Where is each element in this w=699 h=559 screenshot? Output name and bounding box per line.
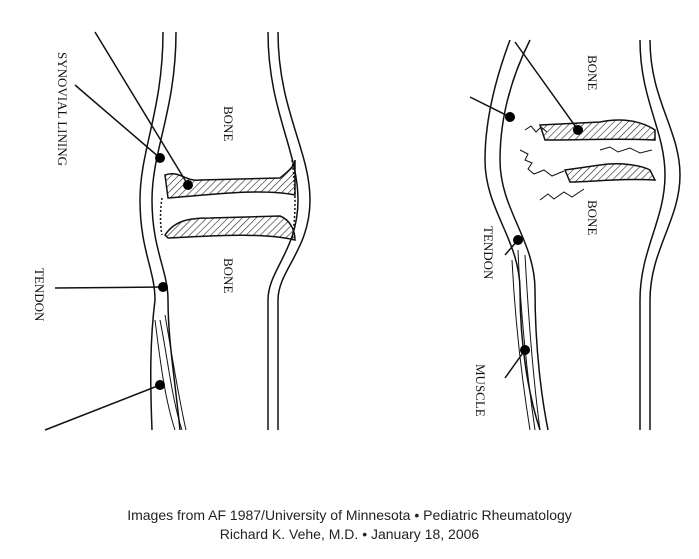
marker-dot [183, 180, 193, 190]
marker-dot [505, 112, 515, 122]
label-bone-lower: BONE [221, 258, 236, 293]
label-synovial-lining: SYNOVIAL LINING [55, 52, 70, 166]
marker-dot [520, 345, 530, 355]
marker-dot [513, 235, 523, 245]
label-tendon: TENDON [481, 226, 496, 280]
normal-joint-diagram [44, 31, 311, 431]
label-bone-upper: BONE [585, 55, 600, 90]
label-bone-upper: BONE [221, 106, 236, 141]
label-bone-lower: BONE [585, 200, 600, 235]
marker-dot [158, 282, 168, 292]
marker-dot [155, 153, 165, 163]
marker-dot [155, 380, 165, 390]
label-tendon: TENDON [32, 268, 47, 322]
inflamed-joint-diagram [469, 39, 681, 431]
caption-line-1: Images from AF 1987/University of Minnes… [127, 507, 572, 523]
marker-dot [573, 125, 583, 135]
label-muscle: MUSCLE [473, 364, 488, 417]
caption-line-2: Richard K. Vehe, M.D. • January 18, 2006 [219, 526, 480, 542]
